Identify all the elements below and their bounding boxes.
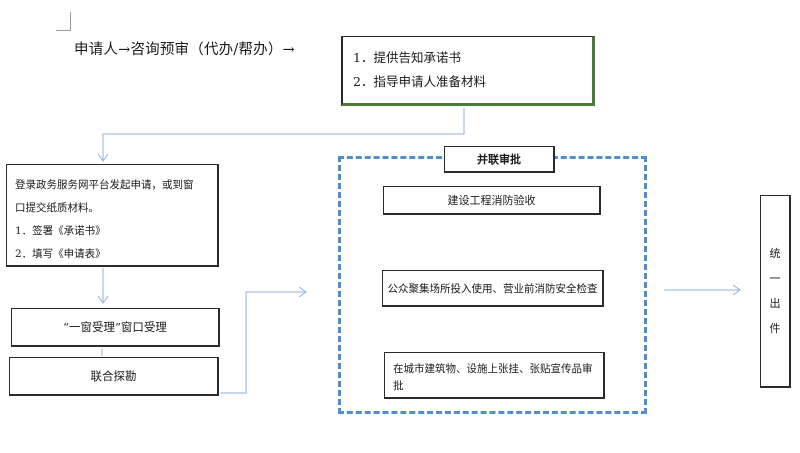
apply-line: 口提交纸质材料。 [15,202,99,214]
window-acceptance-box: “一窗受理”窗口受理 [11,308,220,347]
flow-title: 申请人→咨询预审（代办/帮办）→ [74,42,295,58]
review-item-label: 在城市建筑物、设施上张挂、张贴宣传品审批 [393,363,593,392]
inform-item: 2．指导申请人准备材料 [353,74,486,89]
inform-box: 1．提供告知承诺书 2．指导申请人准备材料 [341,36,595,106]
review-item-box: 建设工程消防验收 [383,186,601,215]
apply-box: 登录政务服务网平台发起申请，或到窗 口提交纸质材料。 1．签署《承诺书》 2．填… [6,164,219,267]
unified-char: 件 [769,322,781,335]
arrowhead-icon [732,284,741,296]
page-corner-mark [56,12,71,31]
apply-line: 登录政务服务网平台发起申请，或到窗 [15,179,194,191]
unified-char: 出 [769,297,781,310]
joint-survey-box: 联合探勘 [9,357,219,396]
connector-survey-to-review [220,291,306,394]
parallel-review-title-box: 并联审批 [444,146,555,173]
unified-issuance-label: 统 一 出 件 [770,241,781,341]
inform-item: 1．提供告知承诺书 [353,50,461,65]
unified-char: 统 [769,247,781,260]
window-acceptance-label: “一窗受理”窗口受理 [63,320,167,334]
review-item-box: 在城市建筑物、设施上张挂、张贴宣传品审批 [384,352,605,399]
unified-char: 一 [769,272,781,285]
review-item-box: 公众聚集场所投入使用、营业前消防安全检查 [382,270,604,307]
review-item-label: 建设工程消防验收 [447,194,536,207]
joint-survey-label: 联合探勘 [90,369,137,383]
arrowhead-icon [97,153,109,162]
review-item-label: 公众聚集场所投入使用、营业前消防安全检查 [387,282,598,295]
apply-line: 2．填写《申请表》 [15,248,106,260]
apply-line: 1．签署《承诺书》 [15,225,106,237]
arrowhead-icon [298,286,307,298]
arrowhead-icon [97,295,109,304]
parallel-review-title: 并联审批 [477,153,521,166]
connector-inform-to-apply [102,108,465,161]
unified-issuance-box: 统 一 出 件 [760,195,791,388]
